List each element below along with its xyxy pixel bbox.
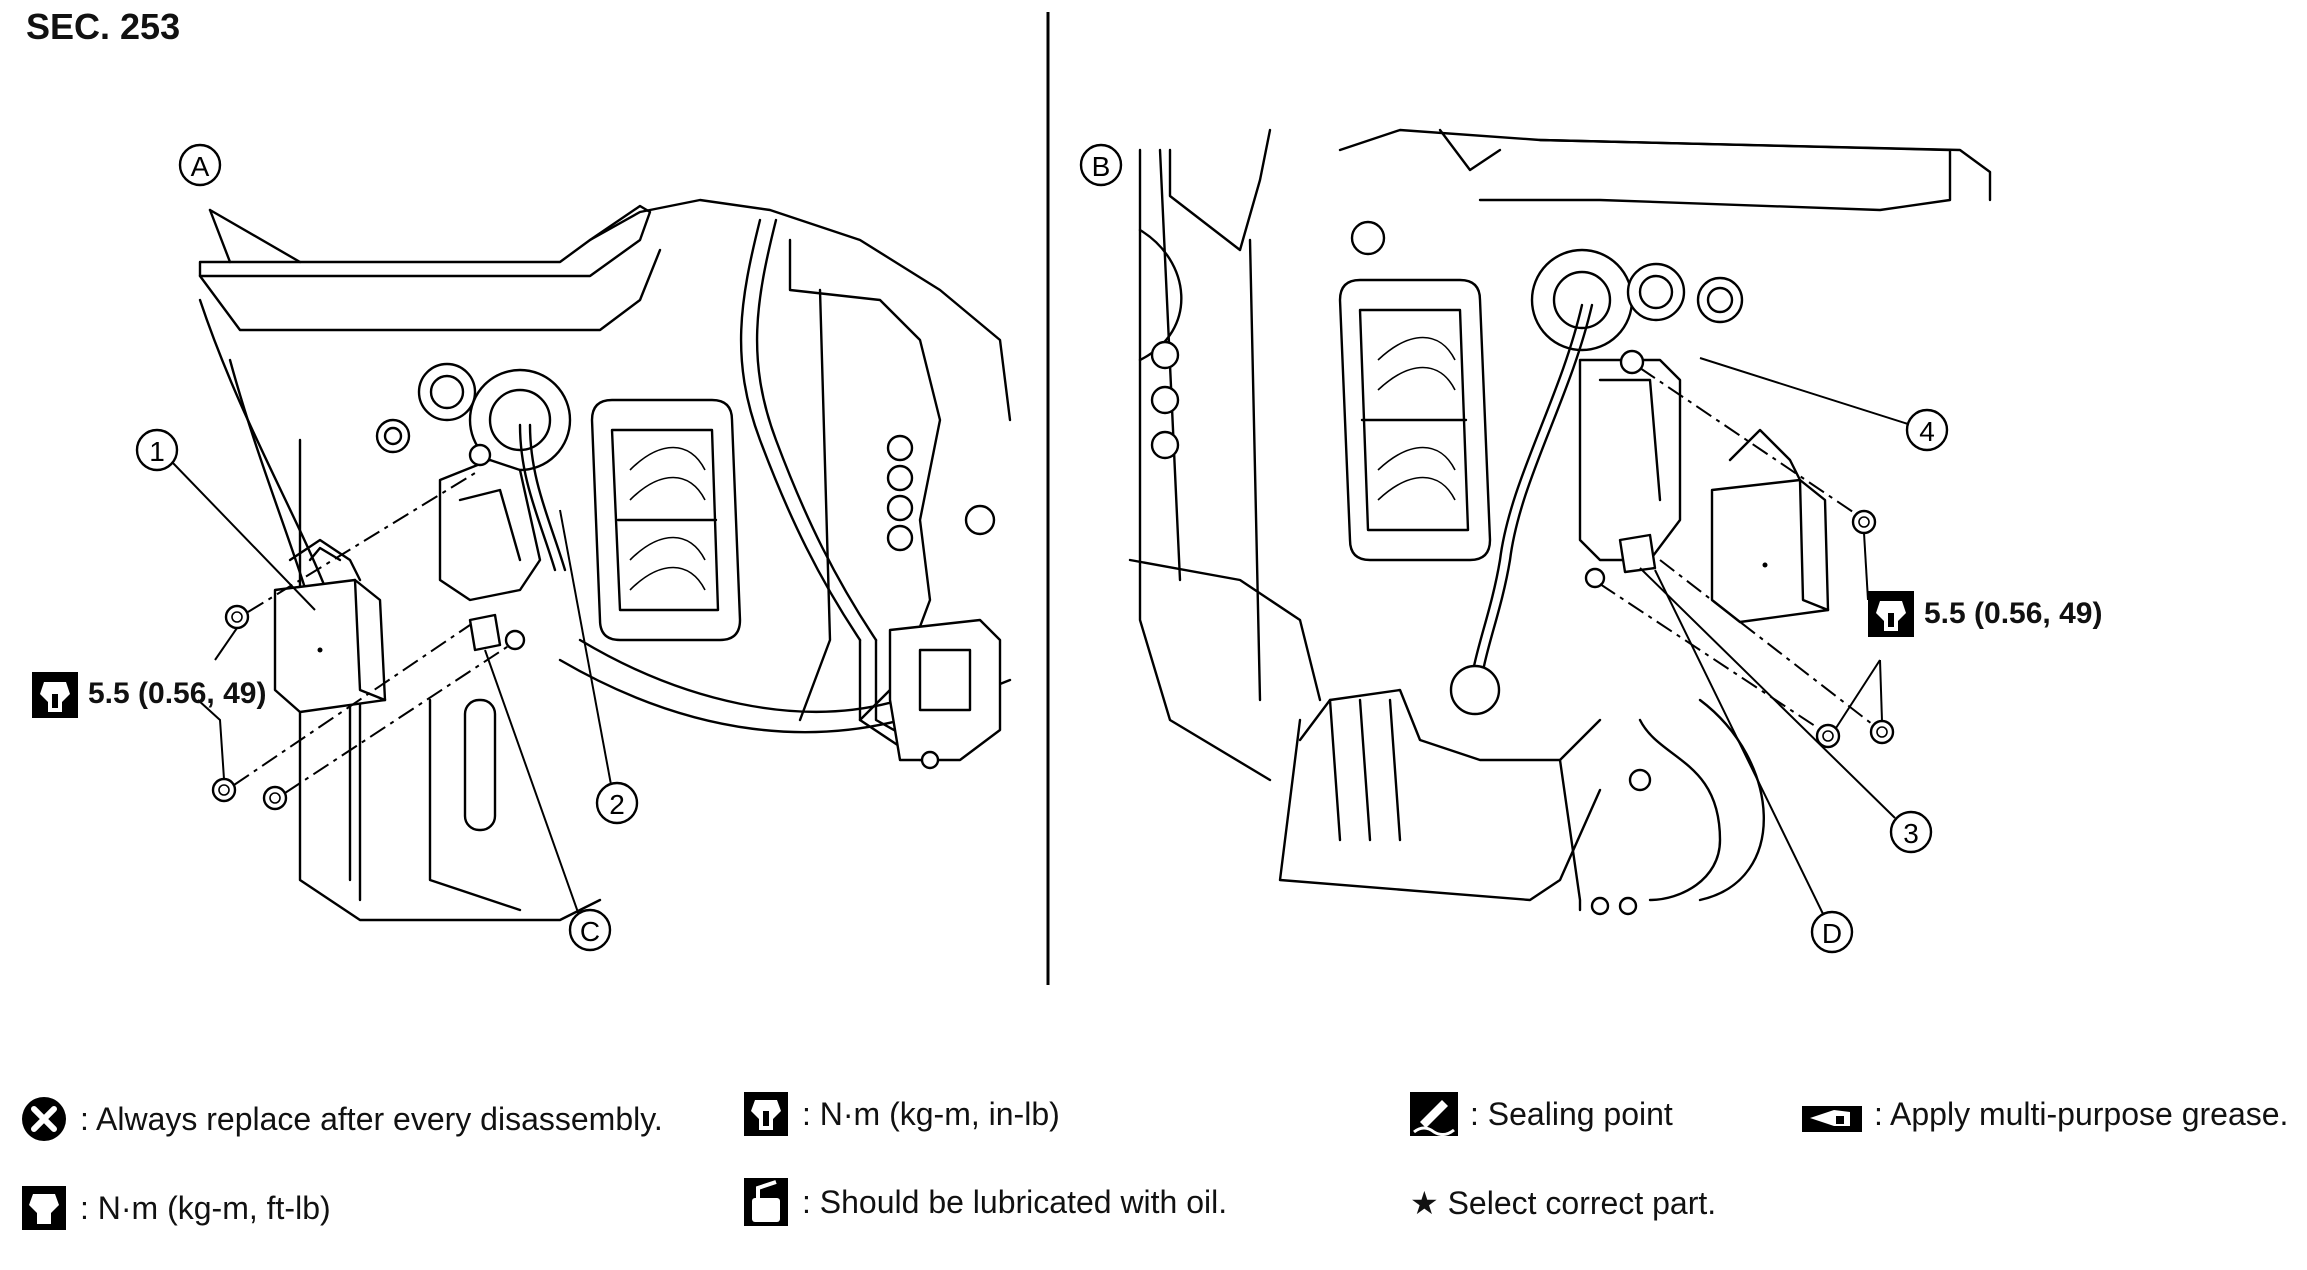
svg-text:4: 4 bbox=[1919, 416, 1935, 447]
svg-text:2: 2 bbox=[609, 789, 625, 820]
svg-text:1: 1 bbox=[149, 436, 165, 467]
nut-right-lower-1 bbox=[1815, 723, 1841, 749]
replace-x-icon bbox=[18, 1095, 70, 1143]
callout-3: 3 bbox=[1889, 810, 1933, 854]
torque-value-right: 5.5 (0.56, 49) bbox=[1924, 597, 2103, 630]
callout-4: 4 bbox=[1905, 408, 1949, 452]
legend-item-sealing: : Sealing point bbox=[1408, 1090, 1673, 1138]
legend-item-replace: : Always replace after every disassembly… bbox=[18, 1095, 663, 1143]
callout-d: D bbox=[1810, 910, 1854, 954]
torque-ft-lb-icon bbox=[18, 1184, 70, 1232]
legend-item-select-part: ★ Select correct part. bbox=[1410, 1184, 1716, 1222]
torque-value-left: 5.5 (0.56, 49) bbox=[88, 677, 267, 710]
legend-item-oil: : Should be lubricated with oil. bbox=[740, 1178, 1227, 1226]
sealing-point-icon bbox=[1408, 1090, 1460, 1138]
nut-left-lower-2 bbox=[262, 785, 288, 811]
legend-item-torque-ft-lb: : N·m (kg-m, ft-lb) bbox=[18, 1184, 331, 1232]
legend-item-torque-in-lb: : N·m (kg-m, in-lb) bbox=[740, 1090, 1060, 1138]
section-title: SEC. 253 bbox=[26, 6, 181, 47]
nut-left-lower-1 bbox=[211, 777, 237, 803]
exploded-view-drawing: .ln { fill: none; stroke: #000; stroke-w… bbox=[32, 12, 1992, 985]
torque-icon-left bbox=[32, 672, 78, 718]
nut-right-lower-2 bbox=[1869, 719, 1895, 745]
callout-c: C bbox=[568, 908, 612, 952]
callout-2: 2 bbox=[595, 781, 639, 825]
symbol-legend: : Always replace after every disassembly… bbox=[0, 1090, 2307, 1270]
grease-icon bbox=[1800, 1090, 1864, 1138]
torque-in-lb-icon bbox=[740, 1090, 792, 1138]
torque-icon-right bbox=[1868, 591, 1914, 637]
svg-text:B: B bbox=[1092, 151, 1111, 182]
svg-text:A: A bbox=[191, 151, 210, 182]
nut-right-upper bbox=[1851, 509, 1877, 535]
oil-can-icon bbox=[740, 1178, 792, 1226]
callout-view-a: A bbox=[178, 143, 222, 187]
svg-text:D: D bbox=[1822, 918, 1842, 949]
callout-view-b: B bbox=[1079, 143, 1123, 187]
view-b-drawing bbox=[1128, 128, 1992, 916]
svg-text:C: C bbox=[580, 916, 600, 947]
callout-1: 1 bbox=[135, 428, 179, 472]
view-a-drawing bbox=[197, 198, 1012, 922]
star-icon: ★ Select correct part. bbox=[1410, 1185, 1717, 1221]
legend-item-grease: : Apply multi-purpose grease. bbox=[1800, 1090, 2288, 1138]
svg-text:3: 3 bbox=[1903, 818, 1919, 849]
nut-left-upper bbox=[224, 604, 250, 630]
